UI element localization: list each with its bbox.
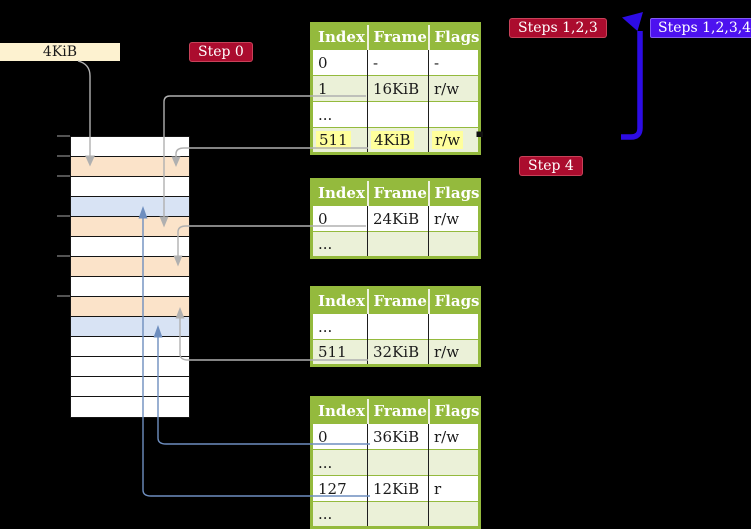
page-table-1: Index Frame Flags 0 - - 1 16KiB r/w ... …: [310, 22, 481, 155]
index-cell: ...: [311, 501, 368, 528]
flags-header: Flags: [427, 23, 480, 50]
step0-label: Step 0: [189, 42, 253, 62]
index-cell: ...: [311, 313, 368, 340]
loop-arrowhead: [622, 12, 643, 31]
flags-header: Flags: [427, 287, 480, 314]
memory-row: [71, 137, 189, 157]
flags-cell: r/w: [428, 423, 480, 450]
frame-cell: [367, 101, 429, 128]
flags-header: Flags: [427, 179, 480, 206]
frame-cell: 12KiB: [367, 475, 429, 502]
loop-arrow: [621, 31, 643, 140]
frame-cell: 24KiB: [367, 205, 429, 232]
frame-cell: [367, 449, 429, 476]
frame-cell: 32KiB: [367, 339, 429, 366]
memory-row: [71, 297, 189, 317]
memory-row: [71, 337, 189, 357]
table-header-row: Index Frame Flags: [311, 287, 480, 314]
frame-cell: 16KiB: [367, 75, 429, 102]
page-table-2: Index Frame Flags 0 24KiB r/w ...: [310, 178, 481, 259]
flags-cell: r/w: [428, 339, 480, 366]
index-header: Index: [311, 397, 368, 424]
memory-row: [71, 277, 189, 297]
index-cell: ...: [311, 449, 368, 476]
memory-ticks: [57, 135, 70, 297]
frame-header: Frame: [366, 179, 429, 206]
flags-cell: r/w: [428, 75, 480, 102]
frame-cell: 36KiB: [367, 423, 429, 450]
memory-row: [71, 257, 189, 277]
page-table-4: Index Frame Flags 0 36KiB r/w ... 127 12…: [310, 396, 481, 529]
table-row: 127 12KiB r: [311, 475, 480, 502]
memory-row: [71, 177, 189, 197]
table-header-row: Index Frame Flags: [311, 179, 480, 206]
flags-cell: [428, 313, 480, 340]
flags-cell: r/w: [428, 205, 480, 232]
highlighted-value: r/w: [432, 131, 464, 149]
index-cell: 0: [311, 49, 368, 76]
index-cell: 1: [311, 75, 368, 102]
flags-header: Flags: [427, 397, 480, 424]
table-header-row: Index Frame Flags: [311, 397, 480, 424]
memory-row: [71, 357, 189, 377]
memory-row: [71, 197, 189, 217]
table-row: 1 16KiB r/w: [311, 75, 480, 102]
index-cell: ...: [311, 101, 368, 128]
index-cell: 127: [311, 475, 368, 502]
table-row: ...: [311, 501, 480, 528]
flags-cell: [428, 449, 480, 476]
step4-label: Step 4: [519, 156, 583, 176]
memory-row: [71, 157, 189, 177]
flags-cell: r/w: [428, 127, 480, 154]
table-row: ...: [311, 101, 480, 128]
frame-cell: [367, 501, 429, 528]
memory-row: [71, 237, 189, 257]
flags-cell: [428, 231, 480, 258]
table-row: 0 36KiB r/w: [311, 423, 480, 450]
memory-column: [70, 136, 190, 418]
frame-cell: [367, 313, 429, 340]
table-row: 511 4KiB r/w: [311, 127, 480, 154]
frame-cell: [367, 231, 429, 258]
memory-row: [71, 397, 189, 417]
frame-size-label: 4KiB: [0, 43, 120, 61]
index-cell: 0: [311, 205, 368, 232]
memory-row: [71, 317, 189, 337]
index-header: Index: [311, 23, 368, 50]
index-cell: ...: [311, 231, 368, 258]
table-row: 511 32KiB r/w: [311, 339, 480, 366]
flags-cell: [428, 501, 480, 528]
index-cell: 511: [311, 339, 368, 366]
flags-cell: -: [428, 49, 480, 76]
table-row: 0 - -: [311, 49, 480, 76]
frame-header: Frame: [366, 23, 429, 50]
index-header: Index: [311, 287, 368, 314]
flags-cell: r: [428, 475, 480, 502]
table-row: ...: [311, 231, 480, 258]
steps-1234-label: Steps 1,2,3,4: [650, 18, 751, 38]
frame-cell: 4KiB: [367, 127, 429, 154]
frame-header: Frame: [366, 397, 429, 424]
table-row: 0 24KiB r/w: [311, 205, 480, 232]
index-header: Index: [311, 179, 368, 206]
index-cell: 511: [311, 127, 368, 154]
memory-row: [71, 377, 189, 397]
page-table-3: Index Frame Flags ... 511 32KiB r/w: [310, 286, 481, 367]
steps-123-label: Steps 1,2,3: [509, 18, 607, 38]
highlighted-value: 511: [316, 131, 351, 149]
index-cell: 0: [311, 423, 368, 450]
table-header-row: Index Frame Flags: [311, 23, 480, 50]
flags-cell: [428, 101, 480, 128]
highlighted-value: 4KiB: [371, 131, 414, 149]
table-row: ...: [311, 449, 480, 476]
frame-header: Frame: [366, 287, 429, 314]
frame-cell: -: [367, 49, 429, 76]
memory-row: [71, 217, 189, 237]
table-row: ...: [311, 313, 480, 340]
